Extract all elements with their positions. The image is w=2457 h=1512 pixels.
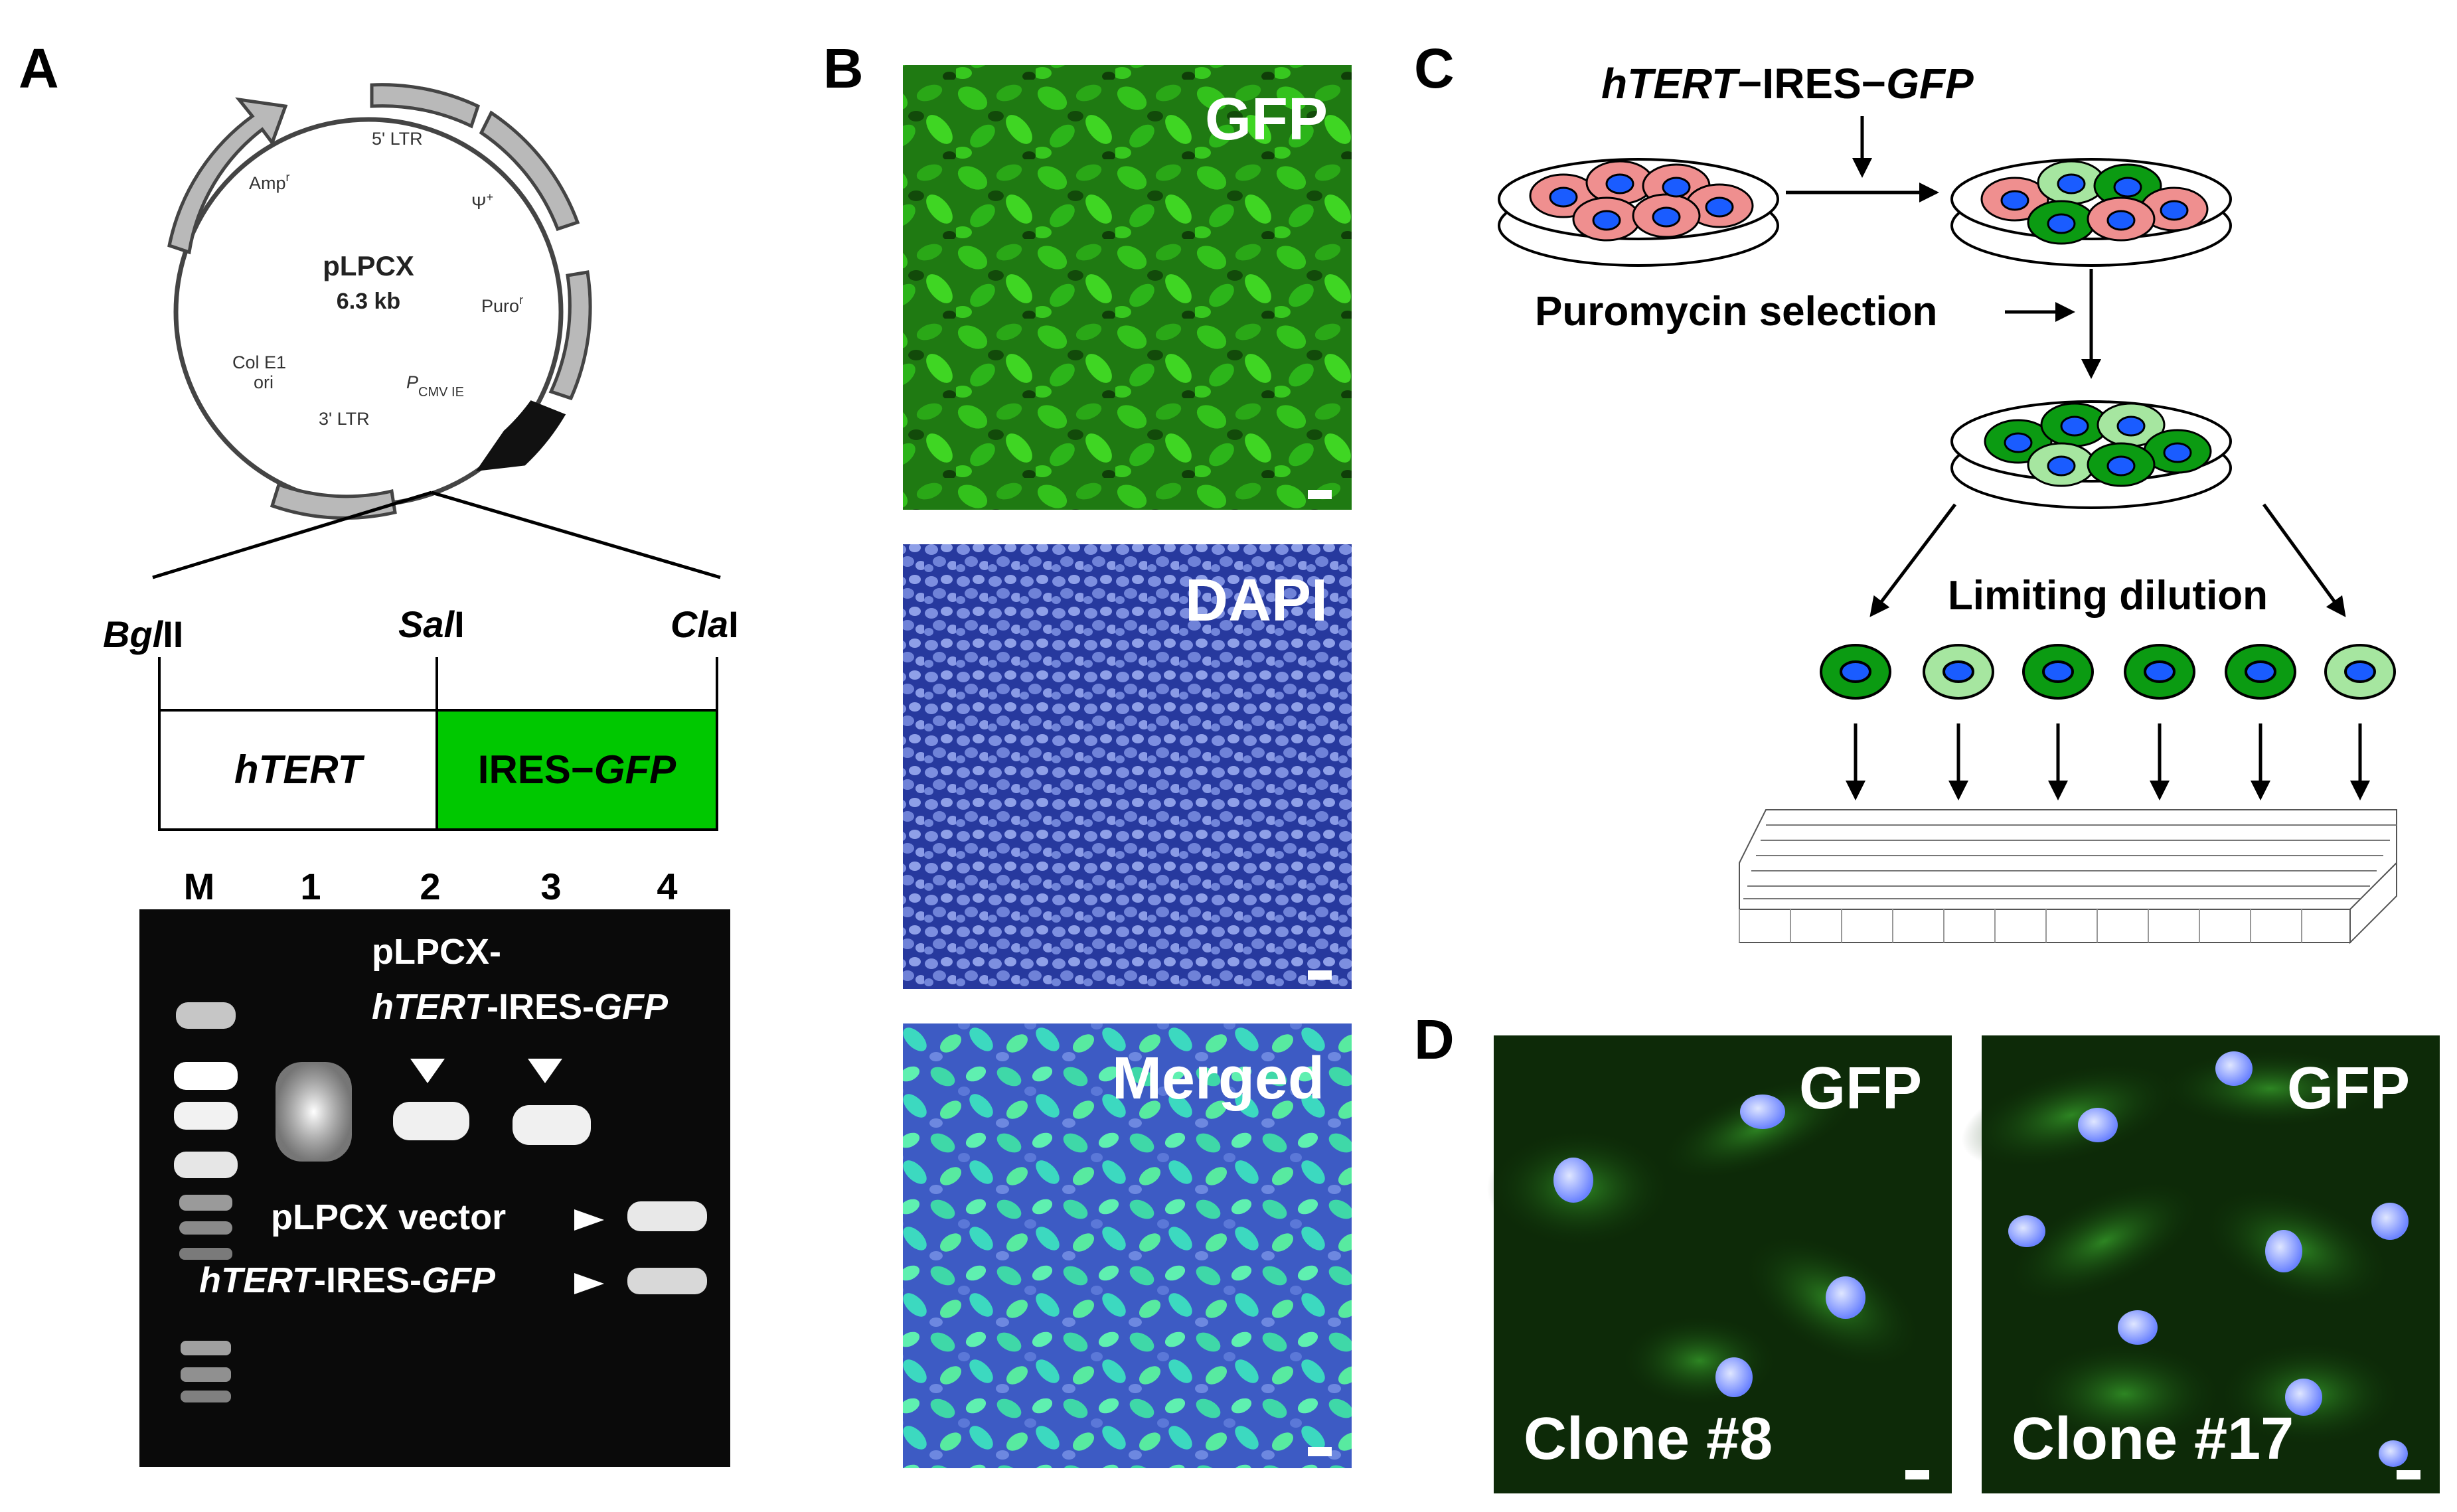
scale-bar — [1905, 1470, 1929, 1479]
gel-insert-label: hTERT-IRES-GFP — [199, 1260, 496, 1300]
gel-image: pLPCX- hTERT-IRES-GFP pLPCX vector hTERT… — [139, 909, 730, 1467]
ltr3-arc — [270, 482, 397, 520]
gel-vector-label: pLPCX vector — [271, 1197, 506, 1237]
site-clai: ClaI — [671, 603, 739, 645]
well-plate — [1739, 809, 2397, 945]
scale-bar — [2397, 1470, 2420, 1479]
label-puro: Puror — [481, 293, 523, 316]
lane4-band-vector — [627, 1201, 707, 1231]
label-ori: ori — [254, 372, 274, 392]
marker-lane-bands — [174, 1002, 238, 1402]
plasmid-size: 6.3 kb — [337, 289, 400, 314]
htert-box-label: hTERT — [234, 747, 365, 792]
image-clone-17: GFP Clone #17 — [1961, 1035, 2440, 1493]
pcmv-arrow — [475, 400, 566, 471]
clone-8-gfp-label: GFP — [1799, 1055, 1922, 1122]
arrowhead-lane2 — [410, 1059, 445, 1083]
arrowhead-insert — [574, 1273, 604, 1294]
lane-label-m: M — [184, 866, 215, 907]
label-pcmv: PCMV IE — [406, 372, 464, 400]
panel-label-d: D — [1414, 1008, 1455, 1071]
single-cells — [1820, 644, 2396, 700]
ltr5-arc — [370, 83, 481, 129]
lane1-band — [276, 1062, 352, 1162]
ires-gfp-box — [436, 709, 718, 831]
gel-annot-top-line1: pLPCX- — [372, 932, 501, 972]
arrow-dilution-left — [1869, 503, 1956, 617]
image-gfp: GFP — [903, 65, 1352, 510]
label-cole1: Col E1 — [232, 352, 286, 372]
scale-bar — [1308, 970, 1332, 980]
label-5ltr: 5' LTR — [372, 129, 423, 149]
insert-construct: hTERT IRES−GFP — [158, 709, 718, 831]
clone-17-gfp-label: GFP — [2287, 1055, 2410, 1122]
puromycin-selection-label: Puromycin selection — [1535, 289, 1937, 335]
lane-label-3: 3 — [540, 866, 561, 907]
restriction-sites: BglII SalI ClaI — [103, 603, 739, 710]
dish-transduced — [1950, 158, 2232, 267]
construct-label: hTERT−IRES−GFP — [1601, 60, 1974, 108]
clone-17-label: Clone #17 — [2012, 1406, 2294, 1472]
dish-untransduced — [1498, 158, 1779, 267]
clone-8-label: Clone #8 — [1524, 1406, 1773, 1472]
arrowhead-lane3 — [528, 1059, 562, 1083]
lane2-band — [393, 1102, 469, 1140]
panel-label-a: A — [19, 37, 59, 100]
ires-gfp-box-label: IRES−GFP — [478, 747, 676, 792]
image-dapi-label: DAPI — [1185, 567, 1328, 634]
lane4-band-insert — [627, 1268, 707, 1294]
gel-lane-labels: M 1 2 3 4 — [184, 866, 678, 907]
htert-box — [158, 709, 438, 831]
image-dapi: DAPI — [903, 544, 1352, 989]
amp-arc — [167, 97, 288, 255]
image-merged: Merged — [903, 1023, 1352, 1468]
gel-annot-top-line2: hTERT-IRES-GFP — [372, 987, 669, 1027]
lane-label-2: 2 — [420, 866, 440, 907]
panel-label-c: C — [1414, 37, 1455, 100]
image-merged-label: Merged — [1112, 1045, 1324, 1112]
lane3-band — [513, 1105, 591, 1145]
image-gfp-label: GFP — [1205, 86, 1328, 153]
limiting-dilution-label: Limiting dilution — [1948, 573, 2268, 619]
label-3ltr: 3' LTR — [319, 409, 370, 429]
lane-label-1: 1 — [300, 866, 321, 907]
label-amp: Ampr — [249, 171, 290, 193]
arrows-to-plate — [1846, 723, 2370, 800]
label-psi: Ψ+ — [471, 190, 493, 213]
image-clone-8: GFP Clone #8 — [1487, 1035, 1952, 1493]
lane-label-4: 4 — [657, 866, 677, 907]
scale-bar — [1308, 1447, 1332, 1456]
site-sali: SalI — [398, 603, 465, 645]
scale-bar — [1308, 490, 1332, 499]
arrow-dilution-right — [2262, 503, 2346, 617]
dish-selected — [1950, 400, 2232, 509]
insert-expansion-lines — [152, 491, 721, 579]
plasmid-map: pLPCX 6.3 kb 5' LTR Ψ+ Puror PCMV IE 3' … — [167, 83, 592, 520]
plasmid-name: pLPCX — [323, 250, 414, 281]
site-bglii: BglII — [103, 613, 183, 655]
psi-arc — [479, 110, 580, 232]
panel-label-b: B — [823, 37, 864, 100]
puro-arc — [548, 270, 592, 401]
arrowhead-vector — [574, 1209, 604, 1231]
